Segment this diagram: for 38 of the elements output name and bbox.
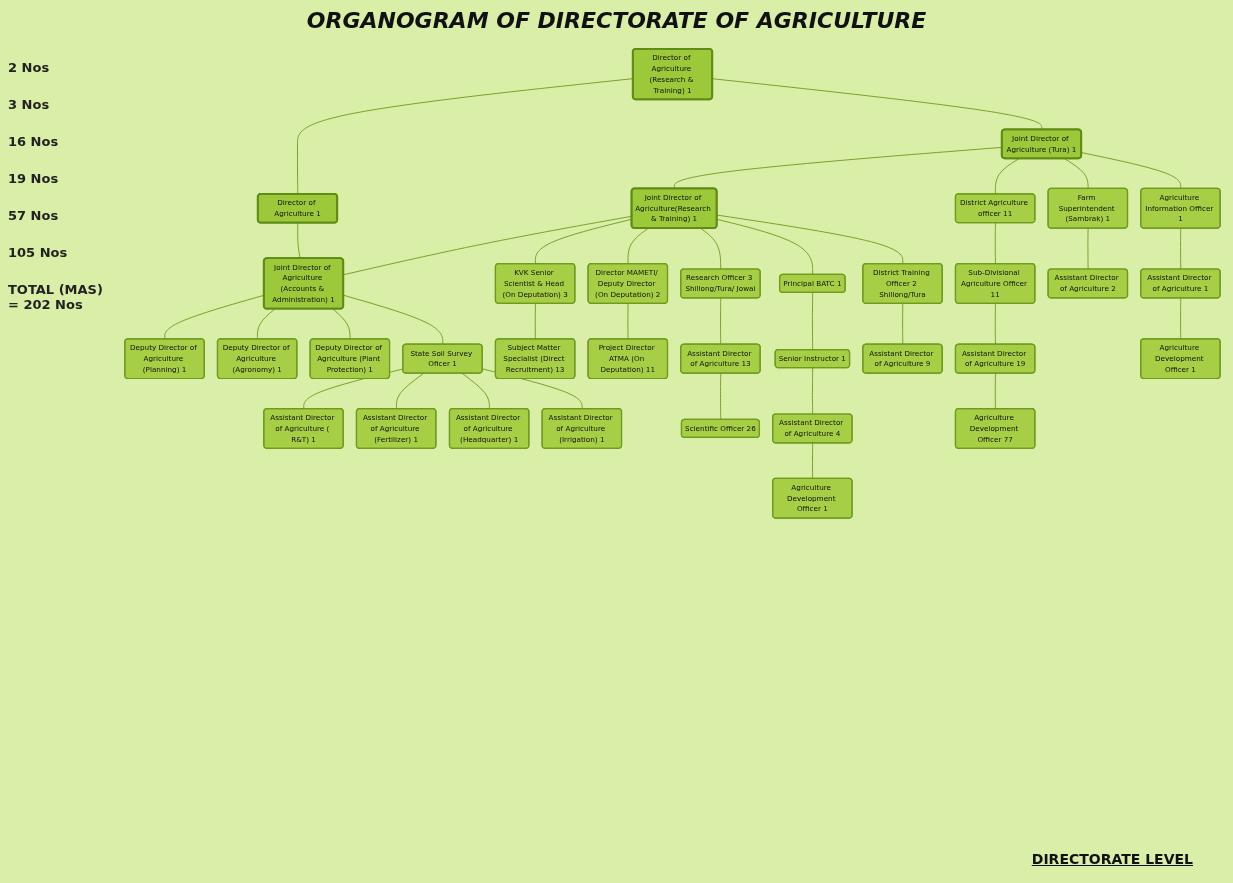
connector (812, 442, 814, 480)
connector (994, 158, 1020, 195)
connector (712, 78, 1043, 131)
section-label: DIRECTORATE LEVEL (1031, 851, 1193, 867)
connector (812, 367, 814, 415)
level-count-label: 57 Nos (8, 208, 60, 223)
connector (902, 303, 904, 345)
level-count-label: 3 Nos (8, 97, 51, 112)
connector (716, 218, 814, 276)
connector (1087, 227, 1089, 270)
connector (297, 222, 301, 259)
connector (332, 308, 351, 340)
level-count-label: TOTAL (MAS) = 202 Nos (8, 282, 104, 312)
connector (1081, 152, 1182, 190)
connector (720, 372, 722, 421)
connector (256, 308, 276, 340)
connector (534, 303, 536, 340)
connector (1180, 227, 1182, 270)
connector (395, 372, 425, 410)
connector (627, 227, 649, 265)
connector (700, 227, 722, 270)
connector (1180, 297, 1182, 340)
level-count-label: 19 Nos (8, 171, 60, 186)
connector (343, 294, 444, 345)
level-count-label: 105 Nos (8, 245, 69, 260)
connector (994, 372, 996, 410)
level-count-label: 16 Nos (8, 134, 60, 149)
connector (1064, 158, 1089, 190)
diagram-title: ORGANOGRAM OF DIRECTORATE OF AGRICULTURE (305, 8, 928, 33)
connector (627, 303, 629, 340)
connector (482, 368, 583, 410)
connector (716, 214, 904, 265)
connector (994, 222, 996, 265)
connector (720, 297, 722, 345)
connector (812, 292, 814, 351)
connector (994, 303, 996, 345)
level-count-label: 2 Nos (8, 60, 51, 75)
connector (461, 372, 490, 410)
